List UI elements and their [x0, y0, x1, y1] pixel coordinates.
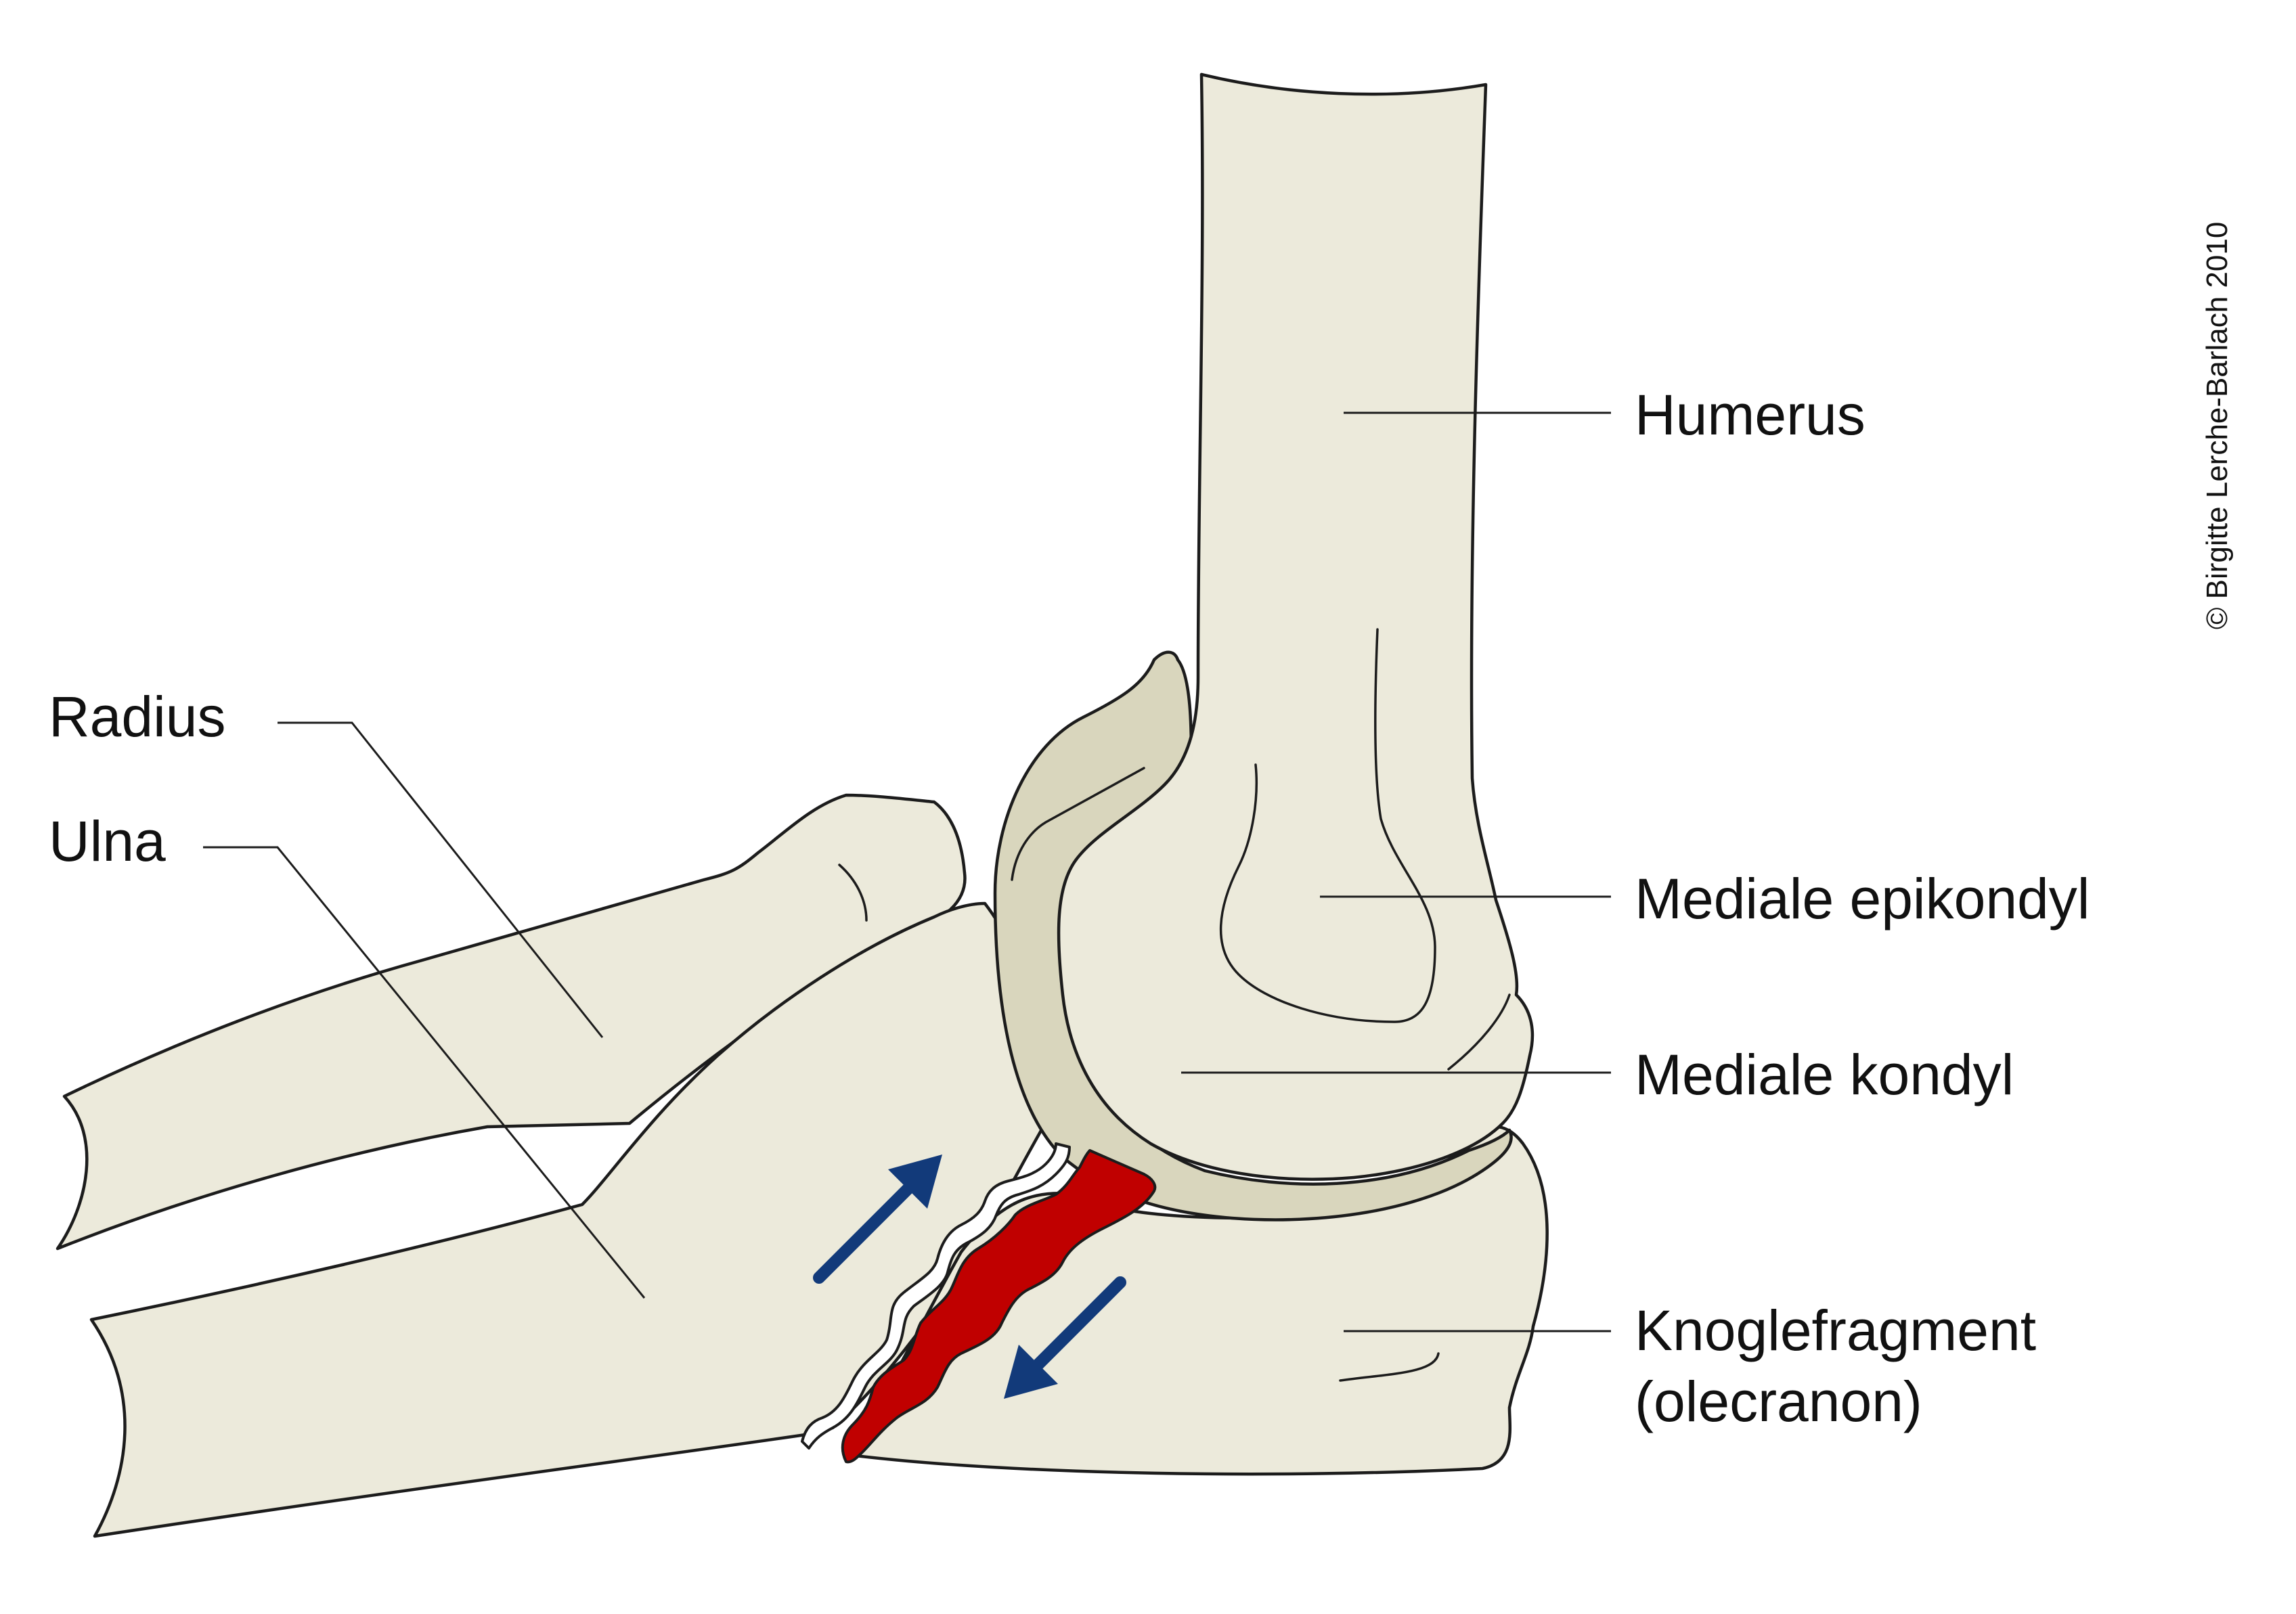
label-ulna: Ulna [49, 809, 166, 873]
label-radius: Radius [49, 685, 225, 748]
labels: Humerus Mediale epikondyl Mediale kondyl… [49, 383, 2090, 1433]
leader-ulna [203, 846, 646, 1299]
arrow-down-left-icon [1004, 1276, 1126, 1399]
fracture-gap [841, 1149, 1157, 1464]
label-medial-epicondyle: Mediale epikondyl [1635, 867, 2090, 931]
humerus-bone [993, 72, 1535, 1221]
arrow-up-right-icon [813, 1155, 942, 1284]
label-humerus: Humerus [1635, 383, 1866, 447]
radius-bone [56, 793, 967, 1251]
copyright-text: © Birgitte Lerche-Barlach 2010 [2201, 222, 2234, 629]
leader-radius [278, 721, 604, 1038]
label-fragment-line1: Knoglefragment [1635, 1299, 2036, 1362]
fracture-line [801, 1142, 1071, 1450]
leader-lines [203, 411, 1611, 1332]
label-medial-condyle: Mediale kondyl [1635, 1043, 2014, 1106]
label-fragment-line2: (olecranon) [1635, 1370, 1922, 1433]
